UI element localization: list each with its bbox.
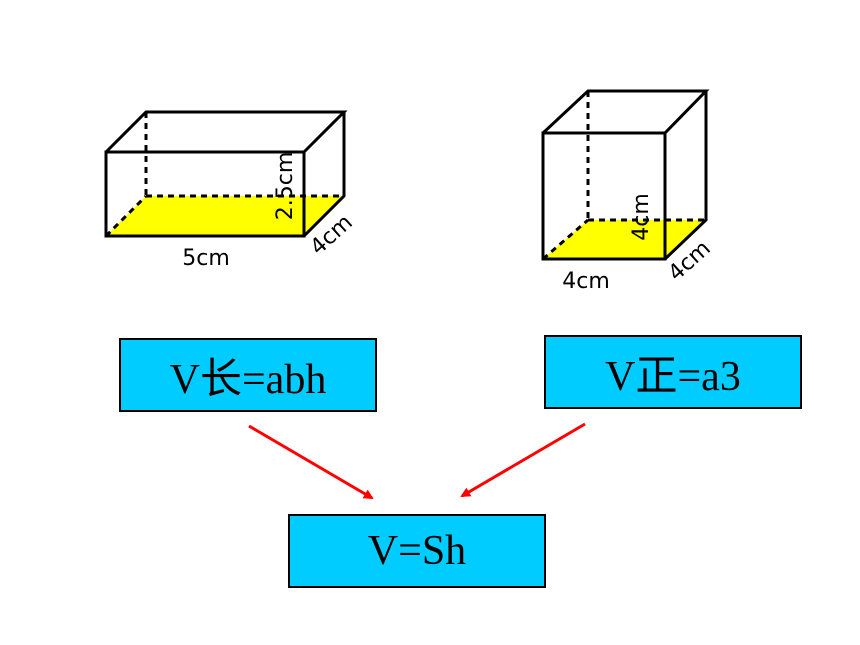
cube-volume-formula: V正=a3 <box>605 353 741 400</box>
cube-height-label: 4cm <box>629 193 654 241</box>
arrow-cube-to-general <box>460 422 586 498</box>
cuboid-figure: 5cm 4cm 2.5cm <box>104 110 358 271</box>
cube-figure: 4cm 4cm 4cm <box>541 89 716 294</box>
general-volume-formula: V=Sh <box>367 528 467 574</box>
cube-length-label: 4cm <box>562 269 610 294</box>
cuboid-hidden-edge <box>104 194 148 238</box>
cube-volume-formula-box: V正=a3 <box>544 335 802 409</box>
cuboid-length-label: 5cm <box>182 246 230 271</box>
cuboid-height-label: 2.5cm <box>273 152 298 221</box>
cuboid-volume-formula-box: V长=abh <box>119 338 377 412</box>
cuboid-base-face <box>106 196 344 236</box>
cuboid-right-edges <box>302 112 346 238</box>
cuboid-top-edges <box>104 110 348 154</box>
cube-top-edges <box>541 89 710 135</box>
cuboid-volume-formula: V长=abh <box>169 356 327 403</box>
cube-hidden-edge <box>542 218 589 261</box>
general-volume-formula-box: V=Sh <box>288 514 546 588</box>
cube-right-edges <box>663 91 708 261</box>
arrow-cuboid-to-general <box>248 424 374 500</box>
